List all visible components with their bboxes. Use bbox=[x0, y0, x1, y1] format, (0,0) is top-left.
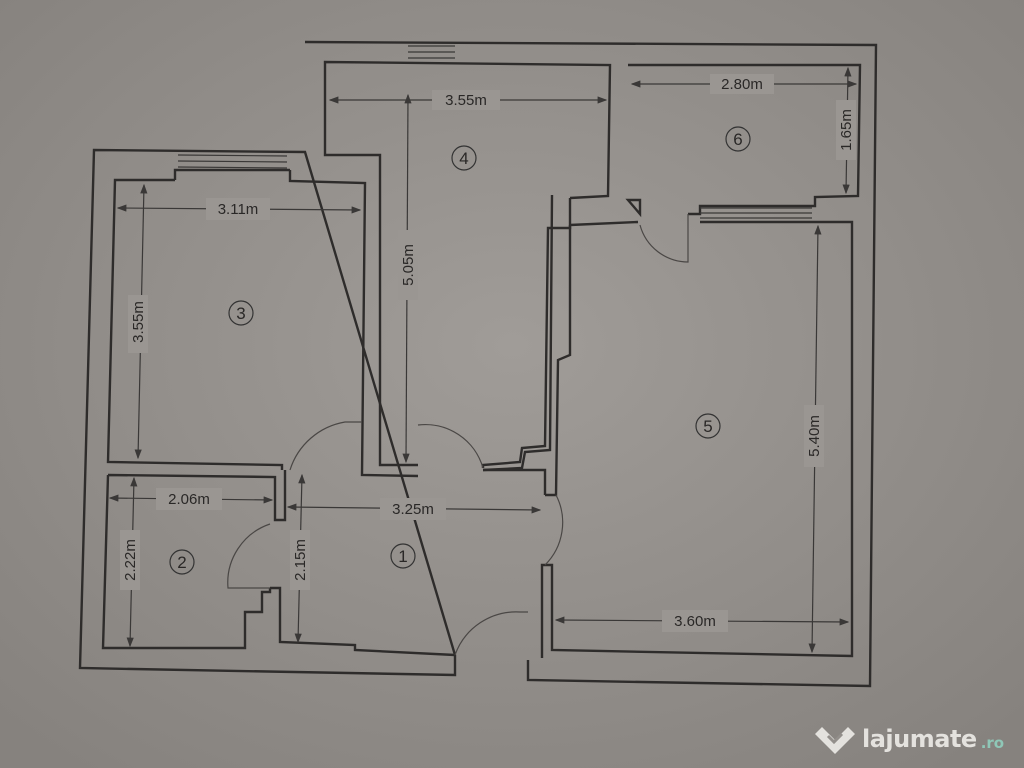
dim-room3-width: 3.11m bbox=[218, 201, 259, 218]
dim-room5-width: 3.60m bbox=[674, 613, 716, 630]
room-4-wall bbox=[481, 194, 572, 472]
door-room-6 bbox=[639, 214, 689, 263]
outer-wall bbox=[78, 40, 878, 688]
dim-room2-length: 2.22m bbox=[122, 539, 139, 581]
lajumate-logo-icon bbox=[815, 727, 855, 754]
door-room-5 bbox=[544, 494, 564, 566]
room-3-window-wall bbox=[173, 168, 290, 180]
room-label-6: 6 bbox=[725, 126, 751, 152]
window-room-4 bbox=[408, 45, 455, 59]
window-room-3 bbox=[177, 154, 288, 169]
dim-room6-width: 2.80m bbox=[721, 76, 763, 93]
window-room-5 bbox=[700, 207, 812, 219]
room-5-inner-wall bbox=[483, 468, 547, 495]
room-label-4: 4 bbox=[451, 145, 477, 171]
dim-room4-width: 3.55m bbox=[445, 92, 487, 109]
watermark: lajumate.ro bbox=[812, 722, 1004, 756]
door-room-4 bbox=[417, 423, 484, 469]
dim-room1-width: 3.25m bbox=[392, 501, 434, 518]
dim-room1-length: 2.15m bbox=[292, 539, 309, 581]
svg-text:4: 4 bbox=[459, 149, 468, 168]
svg-text:1: 1 bbox=[398, 547, 407, 566]
door-room-2 bbox=[227, 523, 271, 589]
dim-room4-length: 5.05m bbox=[400, 244, 417, 286]
dim-room2-width: 2.06m bbox=[168, 491, 210, 508]
svg-text:5: 5 bbox=[703, 417, 712, 436]
room-label-3: 3 bbox=[228, 300, 254, 326]
door-entrance bbox=[454, 611, 528, 656]
svg-text:2: 2 bbox=[177, 553, 186, 572]
svg-text:6: 6 bbox=[733, 130, 742, 149]
room-label-1: 1 bbox=[390, 543, 416, 569]
watermark-tld: .ro bbox=[980, 734, 1005, 752]
door-room-3 bbox=[289, 421, 362, 471]
dim-room5-length: 5.40m bbox=[806, 415, 823, 457]
room-5-wall bbox=[540, 220, 854, 658]
watermark-name: lajumate bbox=[862, 725, 977, 753]
room-label-5: 5 bbox=[695, 413, 721, 439]
dim-room3-length: 3.55m bbox=[130, 301, 147, 343]
room-label-2: 2 bbox=[169, 549, 195, 575]
dim-room6-length: 1.65m bbox=[838, 109, 855, 151]
room-2-wall bbox=[101, 470, 456, 657]
room-3-wall bbox=[106, 60, 612, 478]
svg-text:3: 3 bbox=[236, 304, 245, 323]
